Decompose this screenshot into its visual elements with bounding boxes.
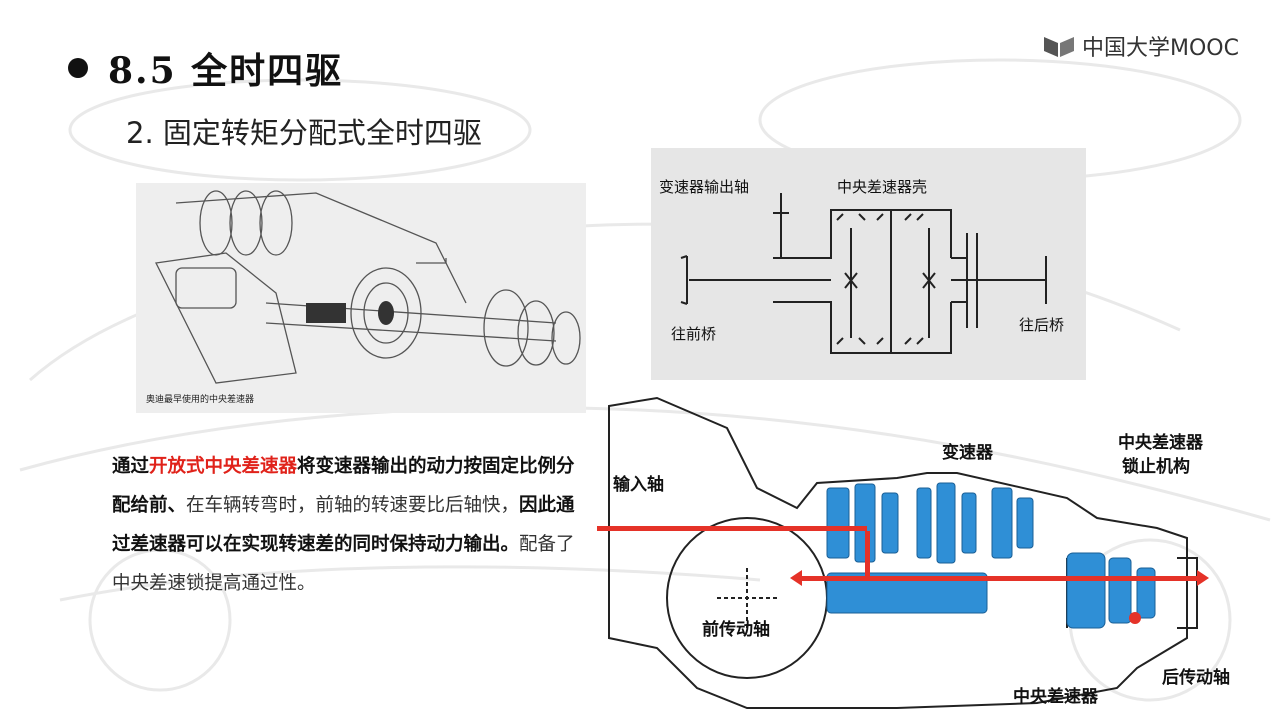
- book-icon: [1044, 37, 1074, 57]
- label-gearbox-output: 变速器输出轴: [659, 178, 750, 196]
- para-text-1: 通过: [112, 456, 150, 477]
- label-center-diff: 中央差速器: [1013, 687, 1098, 707]
- transmission-cutaway: 输入轴 变速器 中央差速器 锁止机构 前传动轴 中央差速器 后传动轴: [597, 388, 1280, 720]
- label-to-rear-axle: 往后桥: [1019, 316, 1065, 334]
- label-front-shaft: 前传动轴: [702, 620, 770, 640]
- para-text-3: 在车辆转弯时，前轴的转速要比后轴快，: [186, 495, 520, 516]
- mooc-logo: 中国大学MOOC: [1042, 30, 1239, 62]
- bullet-icon: [68, 58, 88, 78]
- center-diff-drawing: [155, 190, 581, 384]
- title-row: 8.5 全时四驱: [68, 42, 343, 94]
- para-highlight: 开放式中央差速器: [149, 456, 298, 477]
- label-gearbox: 变速器: [942, 443, 993, 463]
- center-diff-schematic: 变速器输出轴 中央差速器壳 往前桥 往后桥: [651, 148, 1086, 380]
- label-diff-lock-1: 中央差速器: [1118, 433, 1203, 453]
- explanation-paragraph: 通过开放式中央差速器将变速器输出的动力按固定比例分配给前、在车辆转弯时，前轴的转…: [112, 447, 592, 603]
- cutaway-drawing: [597, 396, 1209, 709]
- label-to-front-axle: 往前桥: [671, 325, 717, 343]
- label-input-shaft: 输入轴: [613, 475, 664, 495]
- para-text-2: 将变速器输出的动力按固定比例分配给前、: [112, 456, 575, 516]
- para-text-4: 因此通过差速器可以在实现转速差的同时保持动力输出。: [112, 495, 575, 555]
- page-title: 8.5 全时四驱: [108, 50, 344, 92]
- schematic-drawing: [680, 193, 1047, 354]
- logo-text: 中国大学MOOC: [1082, 36, 1239, 61]
- para-text-5: 配备了中央差速锁提高通过性。: [112, 534, 575, 594]
- photo-caption: 奥迪最早使用的中央差速器: [146, 395, 255, 405]
- label-center-diff-housing: 中央差速器壳: [837, 178, 928, 196]
- label-diff-lock-2: 锁止机构: [1122, 457, 1190, 477]
- page-subtitle: 2. 固定转矩分配式全时四驱: [126, 116, 482, 150]
- center-diff-photo: 奥迪最早使用的中央差速器: [136, 183, 586, 413]
- label-rear-shaft: 后传动轴: [1162, 668, 1230, 688]
